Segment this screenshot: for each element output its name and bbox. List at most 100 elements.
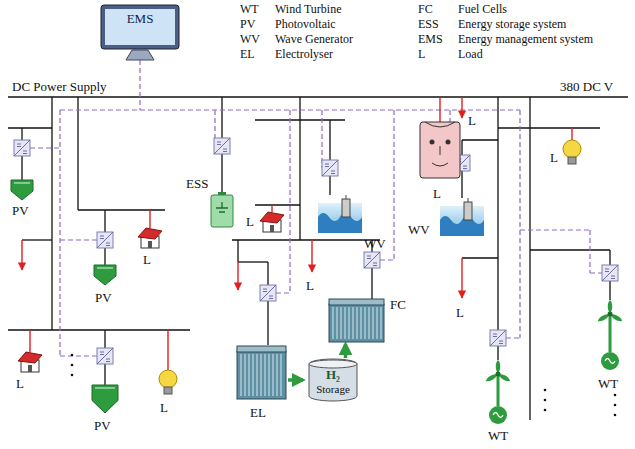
pv-panel <box>92 385 118 413</box>
gas-name: H₂ <box>326 368 340 382</box>
power-wire <box>221 154 222 192</box>
bulb-load <box>563 140 581 164</box>
key-text: Wind Turbine <box>275 2 342 16</box>
key-text: L <box>418 47 425 61</box>
power-wire <box>104 210 105 232</box>
load-line <box>461 258 462 298</box>
stack-plate <box>257 354 258 396</box>
house-load <box>138 228 162 248</box>
stack-plate <box>369 307 370 339</box>
wind-turbine <box>597 300 623 370</box>
key-text: Wave Generator <box>275 32 353 46</box>
converter-symbol <box>14 140 30 156</box>
power-wire <box>497 346 498 360</box>
communication-line <box>139 60 140 110</box>
dot <box>71 374 74 377</box>
key-text: ESS <box>418 17 439 31</box>
stack-plate <box>277 354 278 396</box>
converter-symbol <box>322 160 338 176</box>
component-label: WT <box>488 428 508 443</box>
bus-label: 380 DC V <box>560 79 613 94</box>
power-wire <box>462 139 498 140</box>
stack-plate <box>245 354 246 396</box>
fuel-cell: FC <box>328 298 410 344</box>
pv-panel <box>11 180 33 200</box>
converter-symbol <box>490 330 506 346</box>
communication-lines <box>30 60 602 356</box>
ems-monitor: EMS <box>100 4 180 50</box>
component-label: L <box>468 113 476 128</box>
communication-line <box>590 272 602 273</box>
power-wire <box>609 250 610 265</box>
electrolyser: EL <box>236 345 288 420</box>
power-wire <box>529 97 530 420</box>
component-label: PV <box>95 290 112 305</box>
load-line <box>21 240 22 270</box>
power-wire <box>232 239 380 240</box>
power-wire <box>255 119 345 120</box>
dot <box>544 389 547 392</box>
communication-line <box>60 239 97 240</box>
component-label: L <box>160 400 168 415</box>
converter-symbol <box>260 285 276 301</box>
pv-panel <box>94 265 116 285</box>
stack-plate <box>365 307 366 339</box>
hydrogen-storage: H₂Storage <box>303 358 363 402</box>
communication-line <box>30 147 60 148</box>
key-text: FC <box>418 2 433 16</box>
key-text: Energy storage system <box>458 17 566 31</box>
bulb-load <box>159 370 177 394</box>
node-label: FC <box>390 298 406 312</box>
communication-line <box>393 110 394 260</box>
stack-plate <box>373 307 374 339</box>
stack-plate <box>281 354 282 396</box>
dot <box>614 414 617 417</box>
power-wire <box>530 249 610 250</box>
key-text: Electrolyser <box>275 47 333 61</box>
power-wire <box>238 261 268 262</box>
stack-plate <box>253 354 254 396</box>
stack-plate <box>269 354 270 396</box>
key-text: PV <box>240 17 255 31</box>
power-wires <box>8 97 628 420</box>
communication-line <box>380 259 394 260</box>
power-wire <box>8 127 52 128</box>
power-wire <box>497 128 498 330</box>
stack-plate <box>377 307 378 339</box>
power-wire <box>8 96 628 97</box>
load-line <box>571 128 572 140</box>
power-wire <box>461 171 462 198</box>
dot <box>71 364 74 367</box>
component-label: PV <box>12 203 29 218</box>
communication-line <box>520 229 590 230</box>
power-wire <box>104 330 105 348</box>
load-line <box>271 205 272 212</box>
power-wire <box>21 128 22 140</box>
battery-symbol <box>211 192 233 227</box>
dot <box>544 409 547 412</box>
component-label: ESS <box>186 176 208 191</box>
converter-symbol <box>364 252 380 268</box>
stack-plate <box>357 307 358 339</box>
stack-plate <box>333 307 334 339</box>
communication-line <box>289 110 290 293</box>
load-line <box>167 330 168 370</box>
key-text: Energy management system <box>458 32 593 46</box>
key-text: Fuel Cells <box>458 2 507 16</box>
stack-plate <box>361 307 362 339</box>
communication-line <box>59 110 60 356</box>
stack-plate <box>345 307 346 339</box>
power-wire <box>104 248 105 265</box>
power-wire <box>8 329 190 330</box>
converter-symbol <box>97 232 113 248</box>
stack-plate <box>273 354 274 396</box>
bus-label: DC Power Supply <box>12 79 107 94</box>
power-wire <box>461 140 462 155</box>
stack-plate <box>261 354 262 396</box>
dot <box>614 404 617 407</box>
house-load <box>18 352 42 372</box>
key-text: EMS <box>418 32 443 46</box>
dot <box>544 399 547 402</box>
stack-plate <box>265 354 266 396</box>
